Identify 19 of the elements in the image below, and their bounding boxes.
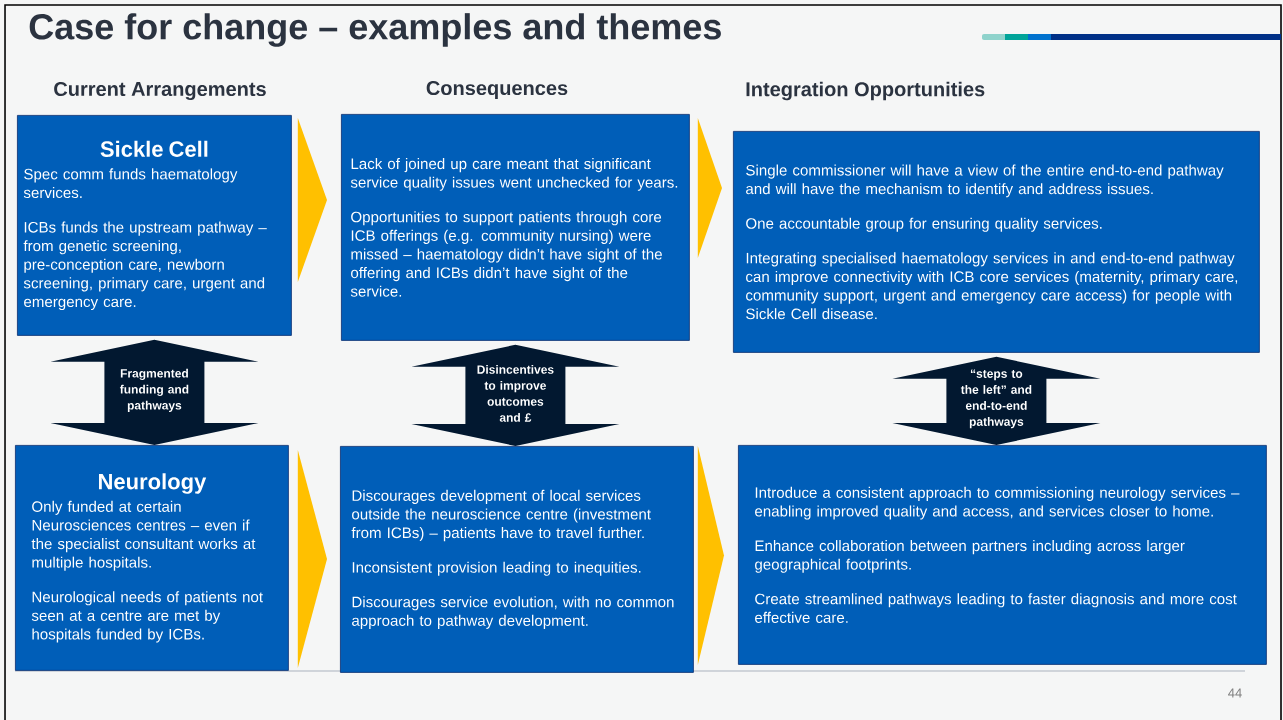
edge-label: “steps to the left” and end-to-end pathways [960, 369, 1032, 429]
edge-label: Fragmented funding and pathways [119, 368, 189, 412]
chevron-arrow [697, 446, 724, 665]
text-box: Sickle Cell Spec comm funds haematology services. ICBs funds the upstream pathway – from genetic screening, pre-conception care, newborn screening, primary care, urgent and emergency care. [17, 115, 292, 336]
double-arrow [411, 344, 620, 446]
page-number: 44 [1228, 688, 1242, 698]
chevron-arrow [697, 118, 722, 258]
text-box: Discourages development of local services outside the neuroscience centre (investment from ICBs) – patients have to travel further. Inconsistent provision leading to inequities. Discourages service evolution, with no common approach to pathway development. [340, 446, 694, 673]
text-box: Neurology Only funded at certain Neurosciences centres – even if the specialist consultant works at multiple hospitals. Neurological needs of patients not seen at a centre are met by hospitals funded by ICBs. [15, 445, 289, 671]
slide-title: Case for change – examples and themes [29, 13, 721, 47]
text-box: Lack of joined up care meant that significant service quality issues went unchecked for years. Opportunities to support patients through core ICB offerings (e.g. community nursing) were missed – haematology didn’t have sight of the offering and ICBs didn’t have sight of the service. [341, 114, 690, 341]
text-box: Single commissioner will have a view of the entire end-to-end pathway and will have the mechanism to identify and address issues. One accountable group for ensuring quality services. Integrating specialised haematology services in and end-to-end pathway can improve connectivity with ICB core services (maternity, primary care, community support, urgent and emergency care access) for people with Sickle Cell disease. [733, 131, 1260, 353]
chevron-arrow [297, 118, 327, 282]
double-arrow [50, 339, 259, 445]
text-box: Introduce a consistent approach to commissioning neurology services – enabling improved quality and access, and services closer to home. Enhance collaboration between partners including across larger geographical footprints. Create streamlined pathways leading to faster diagnosis and more cost effective care. [738, 445, 1267, 665]
double-arrow [892, 356, 1101, 445]
chevron-arrow [297, 450, 327, 668]
column-heading: Integration Opportunities [746, 81, 985, 101]
edge-label: Disincentives to improve outcomes and £ [477, 365, 554, 422]
